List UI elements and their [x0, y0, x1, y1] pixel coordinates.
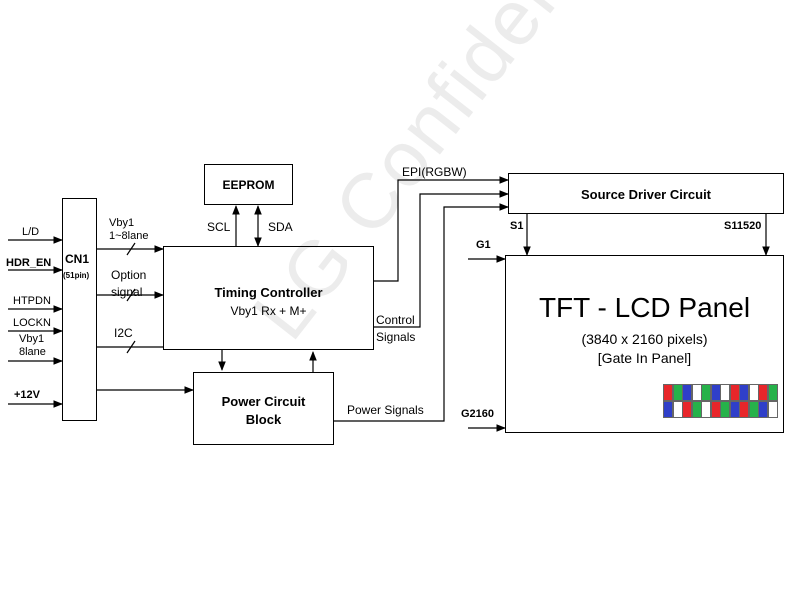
- subpixel-w: [691, 384, 702, 401]
- timing-controller-block: Timing Controller Vby1 Rx + M+: [163, 246, 374, 350]
- cn1-block: CN1 (51pin): [62, 198, 97, 421]
- subpixel-w: [701, 401, 711, 418]
- subpixel-g: [691, 401, 702, 418]
- i2c-label: I2C: [114, 326, 133, 340]
- g1-label: G1: [476, 239, 491, 251]
- plus12v-label: +12V: [14, 389, 40, 401]
- source-driver-label: Source Driver Circuit: [580, 187, 712, 202]
- lane-label: 1~8lane: [109, 230, 149, 242]
- subpixel-b: [758, 401, 768, 418]
- subpixel-b: [663, 401, 673, 418]
- 8lane-input-label: 8lane: [19, 346, 46, 358]
- s11520-label: S11520: [724, 220, 762, 232]
- hdr-en-label: HDR_EN: [6, 257, 52, 269]
- tft-resolution: (3840 x 2160 pixels): [581, 331, 708, 347]
- signal-label: signal: [111, 285, 143, 299]
- tft-gate-in-panel: [Gate In Panel]: [597, 350, 692, 366]
- eeprom-block: EEPROM: [204, 164, 293, 205]
- subpixel-g: [672, 384, 683, 401]
- subpixel-w: [767, 401, 778, 418]
- subpixel-b: [729, 401, 740, 418]
- subpixel-b: [710, 384, 721, 401]
- control-line: [374, 190, 509, 328]
- subpixel-r: [739, 401, 749, 418]
- pixel-pattern: [663, 384, 795, 418]
- signals-label: Signals: [376, 330, 416, 344]
- epi-label: EPI(RGBW): [402, 165, 467, 179]
- power-signals-label: Power Signals: [347, 403, 424, 417]
- tft-lcd-panel: TFT - LCD Panel (3840 x 2160 pixels) [Ga…: [505, 255, 784, 433]
- subpixel-r: [710, 401, 721, 418]
- timing-controller-sub: Vby1 Rx + M+: [230, 304, 307, 318]
- subpixel-w: [672, 401, 683, 418]
- lockn-label: LOCKN: [13, 317, 51, 329]
- htpdn-label: HTPDN: [13, 295, 51, 307]
- subpixel-w: [748, 384, 759, 401]
- slash-1: [126, 242, 136, 256]
- subpixel-r: [682, 401, 692, 418]
- s1-label: S1: [510, 220, 524, 232]
- subpixel-b: [682, 384, 692, 401]
- subpixel-r: [729, 384, 740, 401]
- power-circuit-line1: Power Circuit: [221, 394, 306, 409]
- tft-title: TFT - LCD Panel: [538, 292, 751, 323]
- vby1-label: Vby1: [109, 217, 135, 229]
- sda-label: SDA: [268, 220, 293, 234]
- ld-label: L/D: [22, 226, 40, 238]
- subpixel-b: [739, 384, 749, 401]
- timing-controller-title: Timing Controller: [214, 285, 323, 300]
- cn1-pins: (51pin): [63, 271, 90, 280]
- control-label: Control: [376, 313, 415, 327]
- subpixel-g: [767, 384, 778, 401]
- power-circuit-block: Power Circuit Block: [193, 372, 334, 445]
- slash-2: [126, 288, 136, 302]
- power-signals-line: [334, 203, 509, 422]
- subpixel-g: [748, 401, 759, 418]
- eeprom-label: EEPROM: [222, 178, 275, 192]
- slash-3: [126, 340, 136, 354]
- subpixel-g: [720, 401, 730, 418]
- subpixel-w: [720, 384, 730, 401]
- epi-line: [374, 176, 509, 282]
- g2160-label: G2160: [461, 408, 495, 420]
- cn1-label: CN1: [65, 252, 90, 266]
- vby1-input-label: Vby1: [19, 333, 45, 345]
- scl-label: SCL: [207, 220, 231, 234]
- subpixel-g: [701, 384, 711, 401]
- option-label: Option: [111, 268, 147, 282]
- subpixel-r: [758, 384, 768, 401]
- power-circuit-line2: Block: [245, 412, 282, 427]
- subpixel-r: [663, 384, 673, 401]
- source-driver-block: Source Driver Circuit: [508, 173, 784, 214]
